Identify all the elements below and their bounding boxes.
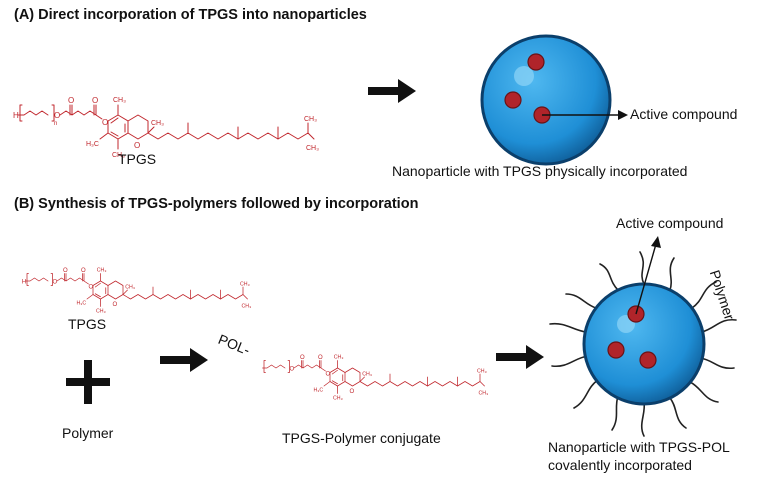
atom-label: CH₃: [477, 369, 487, 375]
atom-label: CH₃: [242, 303, 252, 309]
nanoparticle-a: [480, 34, 612, 166]
atom-label: n: [54, 121, 57, 127]
tpgs-label-b: TPGS: [68, 316, 107, 332]
polymer-label: Polymer: [62, 425, 114, 441]
atom-label: CH₃: [125, 285, 135, 291]
arrow-icon: [496, 345, 544, 369]
arrow-icon: [160, 348, 208, 372]
active-compound-label-b: Active compound: [616, 215, 724, 231]
tpgs-structure-a: H O n O O O CH₃ H₃C CH₃ O CH₃ CH₃ CH₃: [13, 96, 319, 159]
atom-label: O: [53, 279, 58, 285]
atom-label: O: [350, 389, 355, 395]
section-a-heading: (A) Direct incorporation of TPGS into na…: [14, 7, 367, 23]
drug-particle: [504, 91, 522, 109]
atom-label: CH₃: [97, 267, 107, 273]
plus-icon: [66, 360, 110, 404]
atom-label: CH₃: [304, 116, 317, 123]
atom-label: O: [300, 355, 305, 361]
arrow-icon: [368, 79, 416, 103]
atom-label: O: [68, 96, 74, 105]
atom-label: O: [318, 355, 323, 361]
atom-label: O: [89, 285, 94, 291]
atom-label: O: [92, 96, 98, 105]
atom-label: CH₃: [333, 396, 343, 402]
atom-label: CH₃: [362, 372, 372, 378]
atom-label: O: [113, 302, 118, 308]
nanoparticle-b-caption-line2: covalently incorporated: [548, 457, 692, 473]
atom-label: CH₃: [112, 152, 125, 159]
atom-label: O: [81, 268, 86, 274]
nanoparticle-a-caption: Nanoparticle with TPGS physically incorp…: [392, 163, 688, 179]
atom-label: H: [22, 279, 26, 285]
nanoparticle-b-caption-line1: Nanoparticle with TPGS-POL: [548, 439, 730, 455]
atom-label: O: [290, 366, 295, 372]
atom-label: H₃C: [314, 387, 324, 393]
atom-label: O: [63, 268, 68, 274]
atom-label: CH₃: [96, 309, 106, 315]
atom-label: CH₃: [113, 97, 126, 104]
drug-particle: [527, 53, 545, 71]
tpgs-structure-b: H O O O O CH₃ H₃C CH₃ O CH₃ CH₃ CH₃: [22, 267, 252, 315]
tpgs-label-a: TPGS: [118, 151, 157, 167]
atom-label: O: [134, 141, 140, 150]
drug-particle: [607, 341, 625, 359]
nanoparticle-b: [549, 236, 737, 437]
drug-particle: [533, 106, 551, 124]
atom-label: H₃C: [86, 141, 99, 148]
section-b-heading: (B) Synthesis of TPGS-polymers followed …: [14, 196, 419, 212]
atom-label: CH₃: [240, 282, 250, 288]
atom-label: O: [102, 118, 108, 127]
atom-label: CH₃: [479, 390, 489, 396]
drug-particle: [639, 351, 657, 369]
atom-label: CH₃: [151, 120, 164, 127]
atom-label: CH₃: [334, 354, 344, 360]
atom-label: O: [54, 111, 60, 120]
conjugate-label: TPGS-Polymer conjugate: [282, 430, 441, 446]
tpgs-polymer-conjugate-structure: O O O O CH₃ H₃C CH₃ O CH₃ CH₃ CH₃: [262, 354, 489, 402]
atom-label: CH₃: [306, 145, 319, 152]
atom-label: H: [13, 111, 19, 120]
atom-label: O: [326, 372, 331, 378]
atom-label: H₃C: [77, 300, 87, 306]
active-compound-label-a: Active compound: [630, 106, 738, 122]
